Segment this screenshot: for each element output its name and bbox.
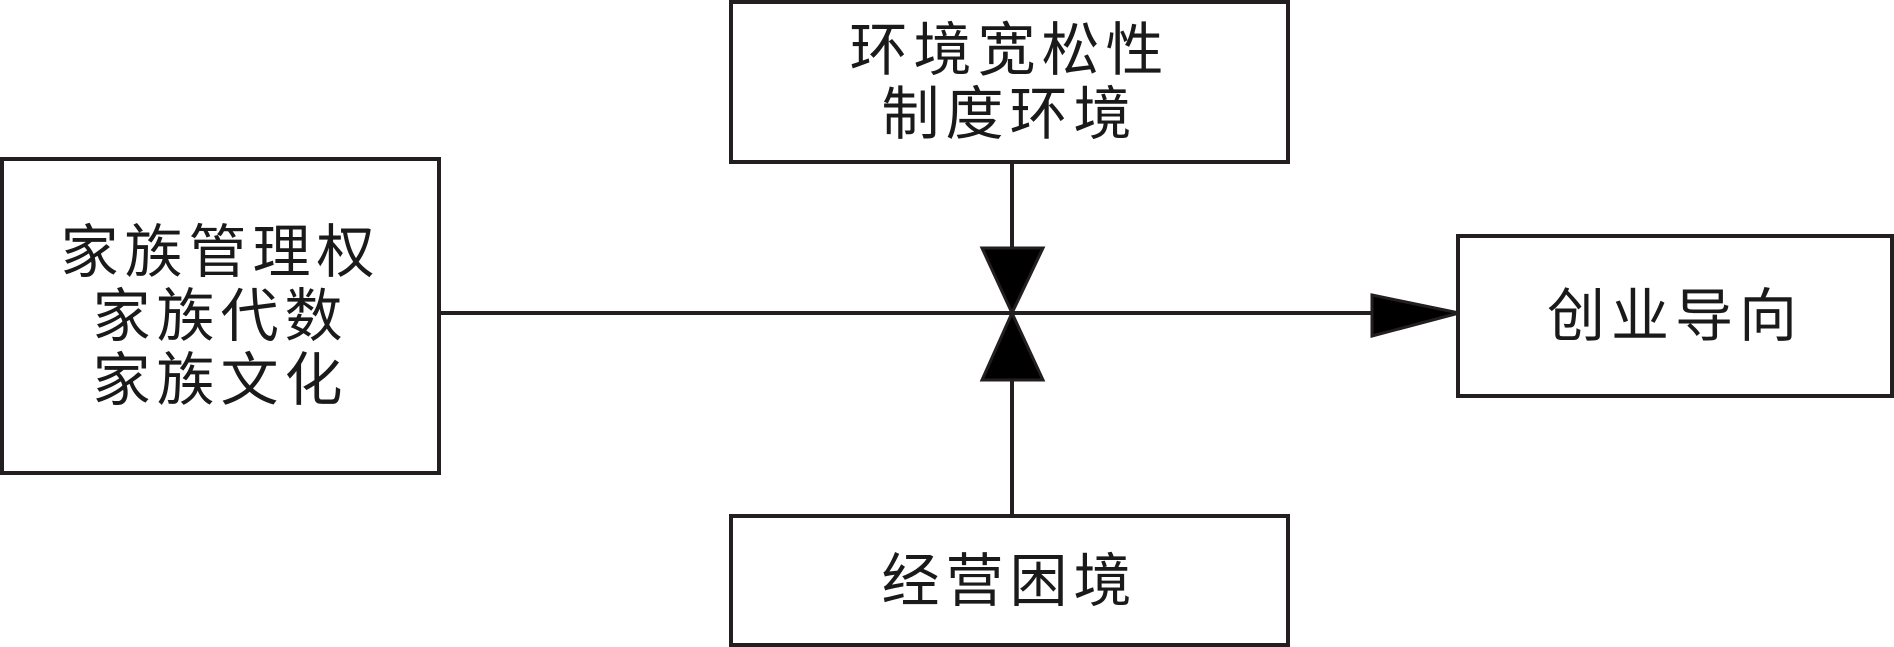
main-edge-arrowhead [1370, 293, 1460, 338]
box-text-line: 家族代数 [92, 282, 349, 350]
box-text-line: 环境宽松性 [849, 16, 1170, 84]
bottom-moderator-arrowhead [979, 309, 1046, 382]
operating-difficulty-box: 经营困境 [729, 514, 1290, 647]
box-text-line: 制度环境 [881, 80, 1138, 148]
entrepreneurial-orientation-box: 创业导向 [1456, 234, 1894, 398]
box-text-line: 家族文化 [92, 346, 349, 414]
box-text-line: 经营困境 [881, 546, 1138, 615]
top-moderator-arrowhead [979, 246, 1046, 317]
environment-box: 环境宽松性 制度环境 [729, 0, 1290, 164]
box-text-line: 创业导向 [1546, 282, 1803, 350]
family-factors-box: 家族管理权 家族代数 家族文化 [0, 157, 441, 475]
box-text-line: 家族管理权 [60, 218, 381, 286]
